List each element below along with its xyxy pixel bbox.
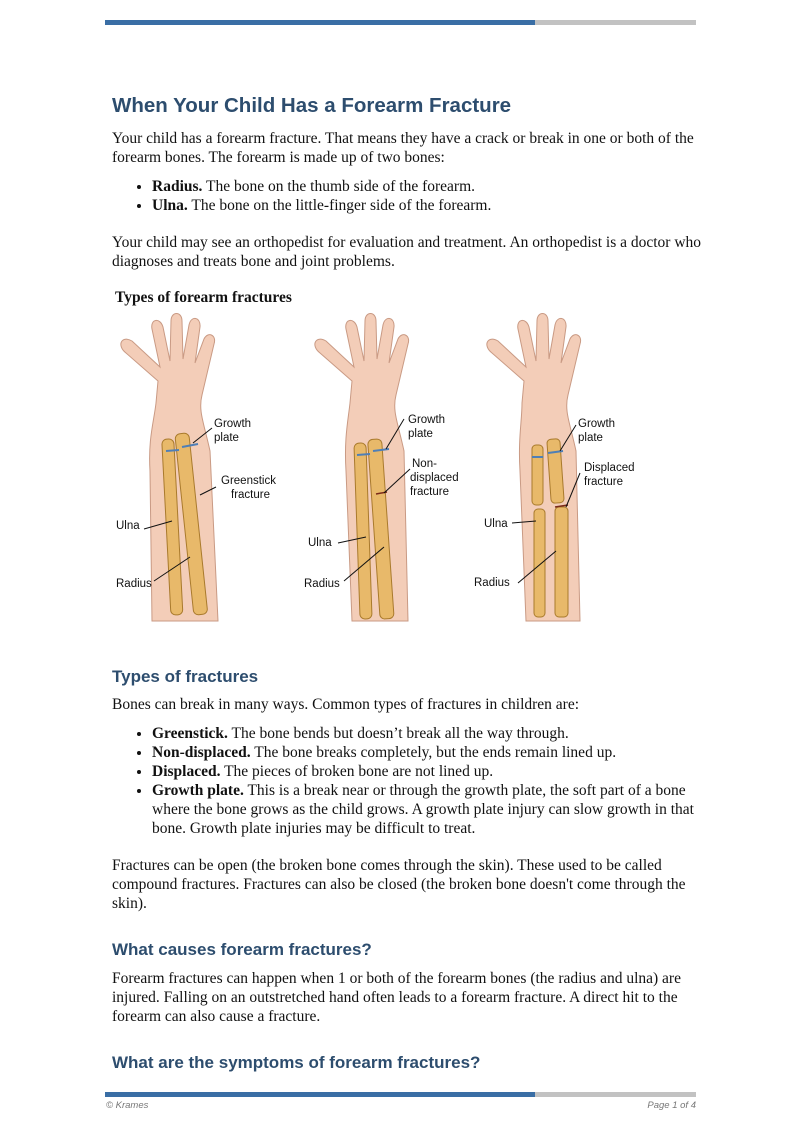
header-rule xyxy=(105,20,696,25)
causes-heading: What causes forearm fractures? xyxy=(112,940,372,959)
types-intro: Bones can break in many ways. Common typ… xyxy=(112,696,580,713)
document-body: When Your Child Has a Forearm Fracture Y… xyxy=(112,94,702,1074)
figure-title: Types of forearm fractures xyxy=(115,289,292,306)
label-ulna: Ulna xyxy=(308,537,332,549)
causes-paragraph: Forearm fractures can happen when 1 or b… xyxy=(112,970,681,1025)
footer-copyright: © Krames xyxy=(106,1100,149,1111)
label-radius: Radius xyxy=(474,577,510,589)
illustration-greenstick: Growth plate Greenstick fracture Ulna Ra… xyxy=(116,313,276,622)
illustration-displaced: Growth plate Displaced fracture Ulna Rad… xyxy=(474,313,635,622)
label-ulna: Ulna xyxy=(484,518,508,530)
forearm-fracture-illustration: Growth plate Greenstick fracture Ulna Ra… xyxy=(116,313,635,622)
list-item: Non-displaced. The bone breaks completel… xyxy=(152,743,702,762)
list-item: Ulna. The bone on the little-finger side… xyxy=(152,196,702,215)
label-growth-plate: plate xyxy=(578,432,603,444)
list-item: Growth plate. This is a break near or th… xyxy=(152,781,702,838)
label-growth-plate: Growth xyxy=(408,414,445,426)
fracture-types-list: Greenstick. The bone bends but doesn’t b… xyxy=(112,724,702,838)
label-ulna: Ulna xyxy=(116,520,140,532)
label-fracture: Displaced xyxy=(584,462,635,474)
page-title: When Your Child Has a Forearm Fracture xyxy=(112,94,512,117)
orthopedist-paragraph: Your child may see an orthopedist for ev… xyxy=(112,234,702,270)
label-radius: Radius xyxy=(304,578,340,590)
label-fracture: Greenstick xyxy=(221,475,276,487)
bones-list: Radius. The bone on the thumb side of th… xyxy=(112,177,702,215)
label-radius: Radius xyxy=(116,578,152,590)
footer-page-number: Page 1 of 4 xyxy=(647,1100,696,1111)
intro-paragraph: Your child has a forearm fracture. That … xyxy=(112,130,694,166)
symptoms-heading: What are the symptoms of forearm fractur… xyxy=(112,1053,481,1072)
label-growth-plate: Growth xyxy=(214,418,251,430)
label-fracture: Non- xyxy=(412,458,437,470)
list-item: Displaced. The pieces of broken bone are… xyxy=(152,762,702,781)
label-fracture: fracture xyxy=(231,489,270,501)
label-fracture: fracture xyxy=(584,476,623,488)
label-growth-plate: Growth xyxy=(578,418,615,430)
list-item: Radius. The bone on the thumb side of th… xyxy=(152,177,702,196)
illustration-non-displaced: Growth plate Non- displaced fracture Uln… xyxy=(304,313,459,622)
open-closed-paragraph: Fractures can be open (the broken bone c… xyxy=(112,857,686,912)
label-growth-plate: plate xyxy=(408,428,433,440)
footer-rule xyxy=(105,1092,696,1097)
types-heading: Types of fractures xyxy=(112,667,259,686)
label-fracture: fracture xyxy=(410,486,449,498)
label-fracture: displaced xyxy=(410,472,459,484)
label-growth-plate: plate xyxy=(214,432,239,444)
list-item: Greenstick. The bone bends but doesn’t b… xyxy=(152,724,702,743)
